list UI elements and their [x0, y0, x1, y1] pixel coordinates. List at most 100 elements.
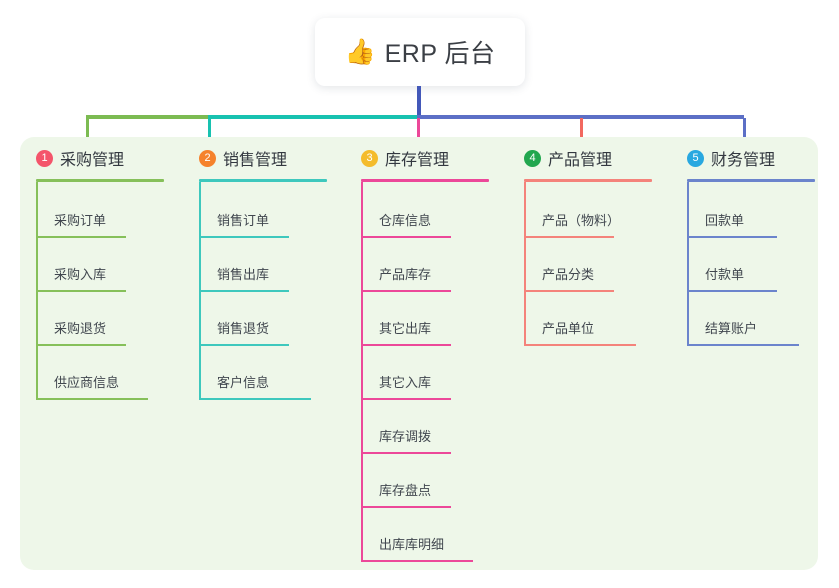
drop-inventory	[417, 118, 420, 146]
branch-header-finance[interactable]: 5 财务管理	[671, 145, 821, 171]
segment-green	[86, 115, 208, 119]
branch-item[interactable]: 采购入库	[20, 238, 170, 292]
segment-blue	[417, 115, 744, 119]
branch-item[interactable]: 供应商信息	[20, 346, 170, 400]
branch-item-label: 销售订单	[217, 213, 270, 228]
branch-spine	[361, 182, 363, 560]
branch-item[interactable]: 产品单位	[508, 292, 658, 346]
branch-item-underline	[687, 236, 777, 238]
branch-item-label: 采购入库	[54, 267, 107, 282]
branch-item-underline	[524, 344, 636, 346]
branch-header-inventory[interactable]: 3 库存管理	[345, 145, 495, 171]
branch-underline	[199, 179, 327, 182]
branch-title: 产品管理	[548, 152, 613, 169]
drop-sales	[208, 118, 211, 146]
branch-item[interactable]: 其它入库	[345, 346, 495, 400]
branch-item-label: 产品分类	[542, 267, 595, 282]
branch-item-underline	[361, 398, 451, 400]
branch-item[interactable]: 回款单	[671, 184, 821, 238]
branch-item-underline	[199, 398, 311, 400]
branch-spine	[687, 182, 689, 344]
branch-item-label: 采购订单	[54, 213, 107, 228]
branch-item-underline	[199, 290, 289, 292]
branch-item-underline	[361, 344, 451, 346]
branch-item-label: 付款单	[705, 267, 745, 282]
branch-item[interactable]: 其它出库	[345, 292, 495, 346]
branch-item-label: 产品库存	[379, 267, 432, 282]
branch-item[interactable]: 采购退货	[20, 292, 170, 346]
branch-items-finance: 回款单付款单结算账户	[671, 182, 821, 346]
branch-item[interactable]: 出库库明细	[345, 508, 495, 562]
branch-item[interactable]: 产品库存	[345, 238, 495, 292]
branch-number-badge: 2	[199, 149, 216, 167]
branch-item-underline	[199, 344, 289, 346]
branch-item[interactable]: 销售订单	[183, 184, 333, 238]
branch-underline	[36, 179, 164, 182]
branch-underline	[687, 179, 815, 182]
branch-title: 销售管理	[223, 152, 288, 169]
branch-item-label: 其它入库	[379, 375, 432, 390]
branch-number-badge: 1	[36, 149, 53, 167]
branch-item-label: 仓库信息	[379, 213, 432, 228]
branch-column-sales: 2 销售管理销售订单销售出库销售退货客户信息	[183, 145, 333, 400]
branch-column-purchase: 1 采购管理采购订单采购入库采购退货供应商信息	[20, 145, 170, 400]
branch-column-inventory: 3 库存管理仓库信息产品库存其它出库其它入库库存调拨库存盘点出库库明细	[345, 145, 495, 562]
branch-number-badge: 5	[687, 149, 704, 167]
branch-item-underline	[361, 236, 451, 238]
drop-product	[580, 118, 583, 146]
branch-item-underline	[36, 398, 148, 400]
branch-item[interactable]: 仓库信息	[345, 184, 495, 238]
root-node[interactable]: 👍 ERP 后台	[315, 18, 525, 86]
branch-item[interactable]: 付款单	[671, 238, 821, 292]
branch-item-underline	[36, 344, 126, 346]
branch-item[interactable]: 销售退货	[183, 292, 333, 346]
branch-item-label: 出库库明细	[379, 537, 445, 552]
branch-item-label: 销售退货	[217, 321, 270, 336]
branch-item[interactable]: 结算账户	[671, 292, 821, 346]
branch-header-product[interactable]: 4 产品管理	[508, 145, 658, 171]
branch-item-label: 客户信息	[217, 375, 270, 390]
drop-purchase	[86, 118, 89, 146]
root-title: ERP 后台	[384, 40, 496, 68]
branch-column-finance: 5 财务管理回款单付款单结算账户	[671, 145, 821, 346]
branch-item[interactable]: 采购订单	[20, 184, 170, 238]
branch-item[interactable]: 销售出库	[183, 238, 333, 292]
branch-item-underline	[199, 236, 289, 238]
branch-item[interactable]: 产品分类	[508, 238, 658, 292]
branch-item[interactable]: 库存盘点	[345, 454, 495, 508]
branch-item-label: 采购退货	[54, 321, 107, 336]
branch-item-label: 销售出库	[217, 267, 270, 282]
branch-item-underline	[361, 452, 451, 454]
branch-item-underline	[361, 560, 473, 562]
branch-number-badge: 4	[524, 149, 541, 167]
branch-item-underline	[687, 344, 799, 346]
branch-header-purchase[interactable]: 1 采购管理	[20, 145, 170, 171]
branch-item-underline	[36, 290, 126, 292]
branch-item-underline	[687, 290, 777, 292]
branch-spine	[524, 182, 526, 344]
branch-items-purchase: 采购订单采购入库采购退货供应商信息	[20, 182, 170, 400]
branch-number-badge: 3	[361, 149, 378, 167]
branch-item-label: 产品（物料）	[542, 213, 621, 228]
branch-item-label: 库存调拨	[379, 429, 432, 444]
branch-item-underline	[361, 506, 451, 508]
branch-item-label: 回款单	[705, 213, 745, 228]
branch-items-sales: 销售订单销售出库销售退货客户信息	[183, 182, 333, 400]
branch-header-sales[interactable]: 2 销售管理	[183, 145, 333, 171]
branch-item-label: 结算账户	[705, 321, 758, 336]
branch-title: 库存管理	[385, 152, 450, 169]
branch-item[interactable]: 库存调拨	[345, 400, 495, 454]
branch-item-label: 库存盘点	[379, 483, 432, 498]
root-stem-connector	[417, 86, 421, 118]
branch-item-underline	[524, 290, 614, 292]
branch-title: 财务管理	[711, 152, 776, 169]
branch-item[interactable]: 产品（物料）	[508, 184, 658, 238]
branches-panel	[20, 137, 818, 570]
branch-item-underline	[524, 236, 614, 238]
branch-items-inventory: 仓库信息产品库存其它出库其它入库库存调拨库存盘点出库库明细	[345, 182, 495, 562]
branch-underline	[524, 179, 652, 182]
branch-items-product: 产品（物料） 产品分类产品单位	[508, 182, 658, 346]
branch-title: 采购管理	[60, 152, 125, 169]
branch-item[interactable]: 客户信息	[183, 346, 333, 400]
